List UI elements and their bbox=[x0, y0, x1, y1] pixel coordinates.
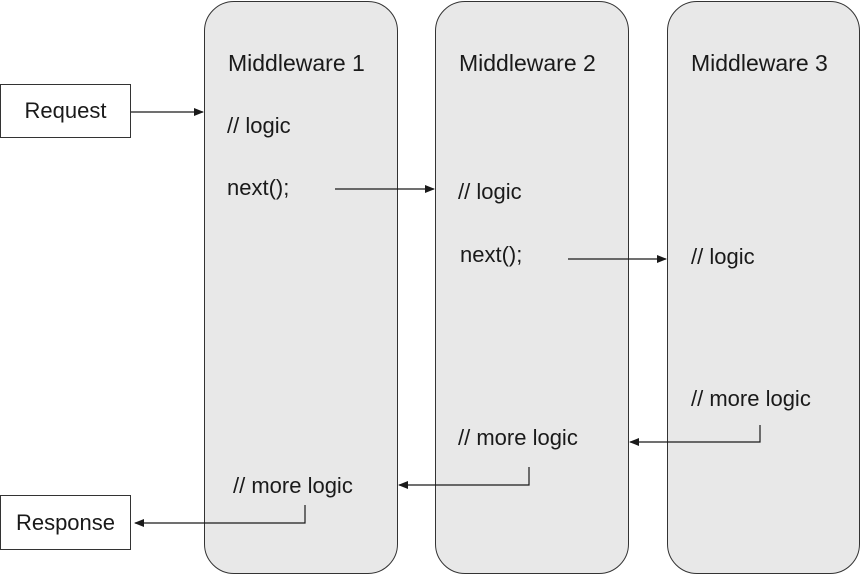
middleware-1-next-call: next(); bbox=[227, 175, 290, 200]
middleware-3-title: Middleware 3 bbox=[691, 50, 828, 76]
middleware-2-logic: // logic bbox=[458, 179, 522, 204]
middleware-1-column bbox=[204, 1, 398, 574]
middleware-2-title: Middleware 2 bbox=[459, 50, 596, 76]
middleware-1-logic: // logic bbox=[227, 113, 291, 138]
request-label: Request bbox=[24, 98, 107, 123]
middleware-3-more-logic: // more logic bbox=[691, 386, 811, 411]
response-box: Response bbox=[0, 495, 131, 550]
response-label: Response bbox=[15, 509, 116, 535]
middleware-2-more-logic: // more logic bbox=[458, 425, 578, 450]
middleware-3-column bbox=[667, 1, 860, 574]
middleware-2-column bbox=[435, 1, 629, 574]
middleware-2-next-call: next(); bbox=[460, 242, 523, 267]
request-box: Request bbox=[0, 84, 131, 138]
middleware-1-title: Middleware 1 bbox=[228, 50, 365, 76]
middleware-3-logic: // logic bbox=[691, 244, 755, 269]
middleware-1-more-logic: // more logic bbox=[233, 473, 353, 498]
